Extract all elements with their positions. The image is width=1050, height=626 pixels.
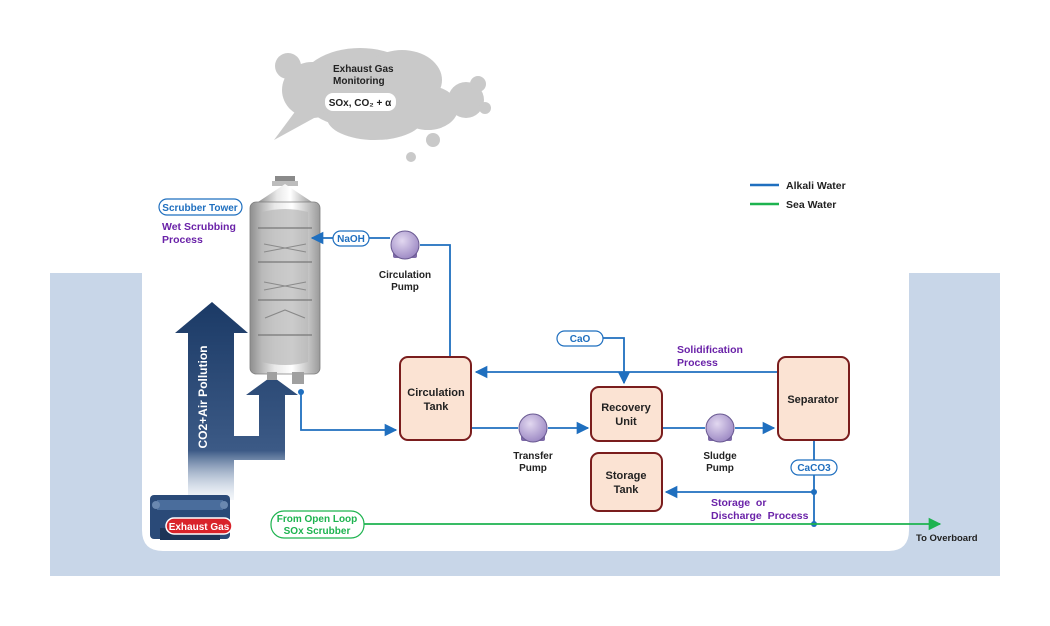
sludge-pump-label-line1: Sludge [703, 451, 737, 462]
storage-tank [590, 452, 663, 512]
naoh-tag [332, 230, 370, 247]
caco3-label: CaCO3 [797, 463, 831, 474]
separator [777, 356, 850, 441]
emission-formula-box [325, 93, 396, 111]
exhaust-gas-label: Exhaust Gas [169, 522, 230, 533]
scrubber-tower-label: Scrubber Tower [162, 203, 237, 214]
exhaust-gas-badge [165, 517, 233, 535]
legend-sea-label: Sea Water [786, 199, 836, 211]
open-loop-label-line2: SOx Scrubber [284, 526, 351, 537]
transfer-pump-label-line1: Transfer [513, 451, 553, 462]
cloud-title-line1: Exhaust Gas [333, 64, 394, 75]
circulation-pump-label-line1: Circulation [379, 270, 431, 281]
open-loop-tag [270, 510, 365, 539]
circulation-pump [390, 230, 420, 260]
separator-label: Separator [787, 394, 839, 406]
circulation-tank-label-line1: Circulation [407, 387, 465, 399]
circulation-tank-label-line2: Tank [424, 401, 450, 413]
open-loop-label-line1: From Open Loop [277, 514, 358, 525]
pollution-arrow [175, 302, 298, 500]
scrubber-tower [249, 176, 321, 384]
solidification-label-line2: Process [677, 357, 718, 369]
solidification-label-line1: Solidification [677, 344, 743, 356]
storage-tank-label-line1: Storage [606, 470, 647, 482]
ship-hull [50, 273, 1000, 576]
wet-scrubbing-label-line1: Wet Scrubbing [162, 221, 236, 233]
recovery-unit [590, 386, 663, 442]
storage-tank-label-line2: Tank [614, 484, 640, 496]
scrubber-tower-tag [158, 198, 243, 216]
transfer-pump [518, 413, 548, 443]
circulation-tank [399, 356, 472, 441]
caco3-tag [790, 459, 838, 476]
to-overboard-label: To Overboard [916, 533, 978, 544]
sludge-pump-label-line2: Pump [706, 463, 734, 474]
cao-label: CaO [570, 334, 591, 345]
naoh-label: NaOH [337, 234, 365, 245]
recovery-unit-label-line1: Recovery [601, 402, 651, 414]
tower-outlet-dot [298, 389, 304, 395]
cloud-title-line2: Monitoring [333, 76, 385, 87]
sludge-pump [705, 413, 735, 443]
emission-formula: SOx, CO₂ + α [329, 98, 392, 109]
cao-tag [556, 330, 604, 347]
pollution-arrow-text: CO2+Air Pollution [196, 345, 210, 448]
storage-process-label-line2: Discharge Process [711, 510, 809, 522]
wet-scrubbing-label-line2: Process [162, 234, 203, 246]
transfer-pump-label-line2: Pump [519, 463, 547, 474]
legend-alkali-label: Alkali Water [786, 180, 846, 192]
junction-dot-storage [811, 489, 817, 495]
recovery-unit-label-line2: Unit [615, 416, 637, 428]
circulation-pump-label-line2: Pump [391, 282, 419, 293]
storage-process-label-line1: Storage or [711, 497, 766, 509]
